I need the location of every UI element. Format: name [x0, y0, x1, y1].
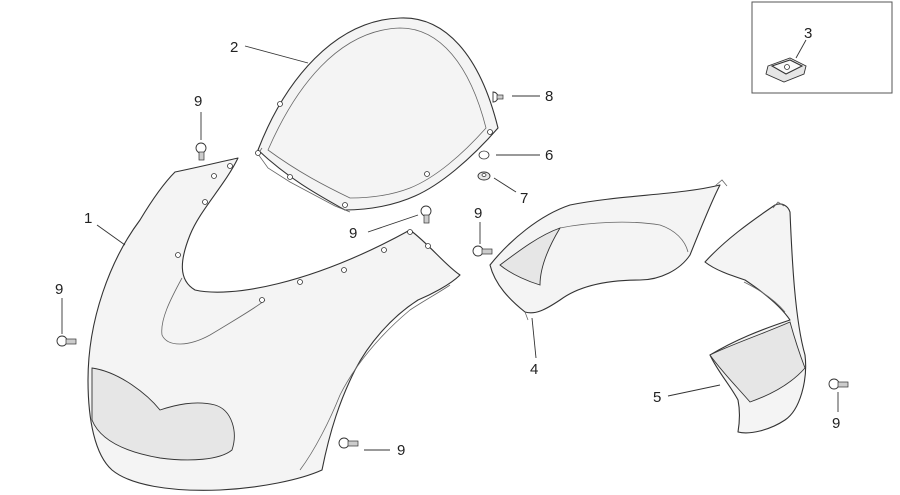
callout-5: 5 — [653, 389, 661, 406]
callout-4: 4 — [530, 361, 538, 378]
callout-8: 8 — [545, 88, 553, 105]
screw-9b — [56, 335, 77, 347]
callout-9a: 9 — [194, 93, 202, 110]
callout-1: 1 — [84, 210, 92, 227]
nut-7 — [477, 171, 491, 181]
windscreen-part — [255, 17, 499, 213]
screw-9c — [420, 205, 432, 224]
screw-9d — [472, 245, 493, 257]
callout-9b: 9 — [55, 281, 63, 298]
callout-9f: 9 — [832, 415, 840, 432]
callout-7: 7 — [520, 190, 528, 207]
callout-9d: 9 — [474, 205, 482, 222]
callout-6: 6 — [545, 147, 553, 164]
screw-9f — [828, 378, 849, 390]
screw-9a — [195, 142, 207, 161]
inner-duct-part-5 — [704, 201, 807, 434]
inner-duct-part-4 — [489, 179, 728, 321]
callout-2: 2 — [230, 39, 238, 56]
front-fairing-part — [87, 157, 461, 491]
washer-6 — [478, 150, 490, 160]
callout-9e: 9 — [397, 442, 405, 459]
callout-3: 3 — [804, 25, 812, 42]
callout-9c: 9 — [349, 225, 357, 242]
screw-9e — [338, 437, 359, 449]
clip-nut-part — [765, 57, 807, 83]
inset-box: 3 — [751, 1, 893, 94]
fastener-8 — [492, 91, 504, 103]
